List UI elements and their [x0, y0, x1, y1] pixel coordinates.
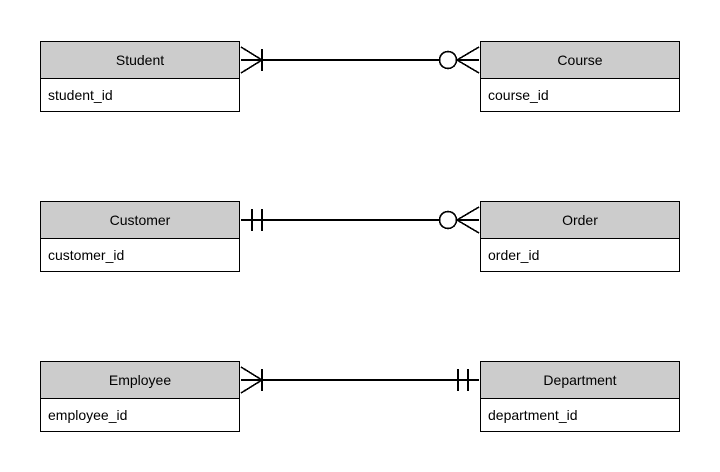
entity-employee[interactable]: Employee employee_id: [40, 361, 240, 432]
entity-department[interactable]: Department department_id: [480, 361, 680, 432]
relationship-employee-department: [240, 366, 479, 394]
relationship-customer-order: [241, 206, 480, 234]
entity-customer[interactable]: Customer customer_id: [40, 201, 240, 272]
entity-department-title: Department: [481, 362, 679, 399]
cardinality-course-zero-or-many: [438, 46, 480, 74]
entity-course-attribute: course_id: [481, 79, 679, 111]
cardinality-department-exactly-one: [457, 369, 469, 391]
entity-department-attribute: department_id: [481, 399, 679, 431]
entity-student-attribute: student_id: [41, 79, 239, 111]
cardinality-employee-one-or-many: [240, 366, 263, 394]
entity-employee-attribute: employee_id: [41, 399, 239, 431]
relationship-student-course: [240, 46, 480, 74]
entity-course[interactable]: Course course_id: [480, 41, 680, 112]
entity-order-title: Order: [481, 202, 679, 239]
entity-customer-attribute: customer_id: [41, 239, 239, 271]
cardinality-order-zero-or-many: [438, 206, 480, 234]
entity-order-attribute: order_id: [481, 239, 679, 271]
cardinality-student-one-or-many: [240, 46, 263, 74]
entity-employee-title: Employee: [41, 362, 239, 399]
entity-student[interactable]: Student student_id: [40, 41, 240, 112]
entity-student-title: Student: [41, 42, 239, 79]
entity-customer-title: Customer: [41, 202, 239, 239]
entity-order[interactable]: Order order_id: [480, 201, 680, 272]
cardinality-customer-exactly-one: [251, 209, 263, 231]
entity-course-title: Course: [481, 42, 679, 79]
